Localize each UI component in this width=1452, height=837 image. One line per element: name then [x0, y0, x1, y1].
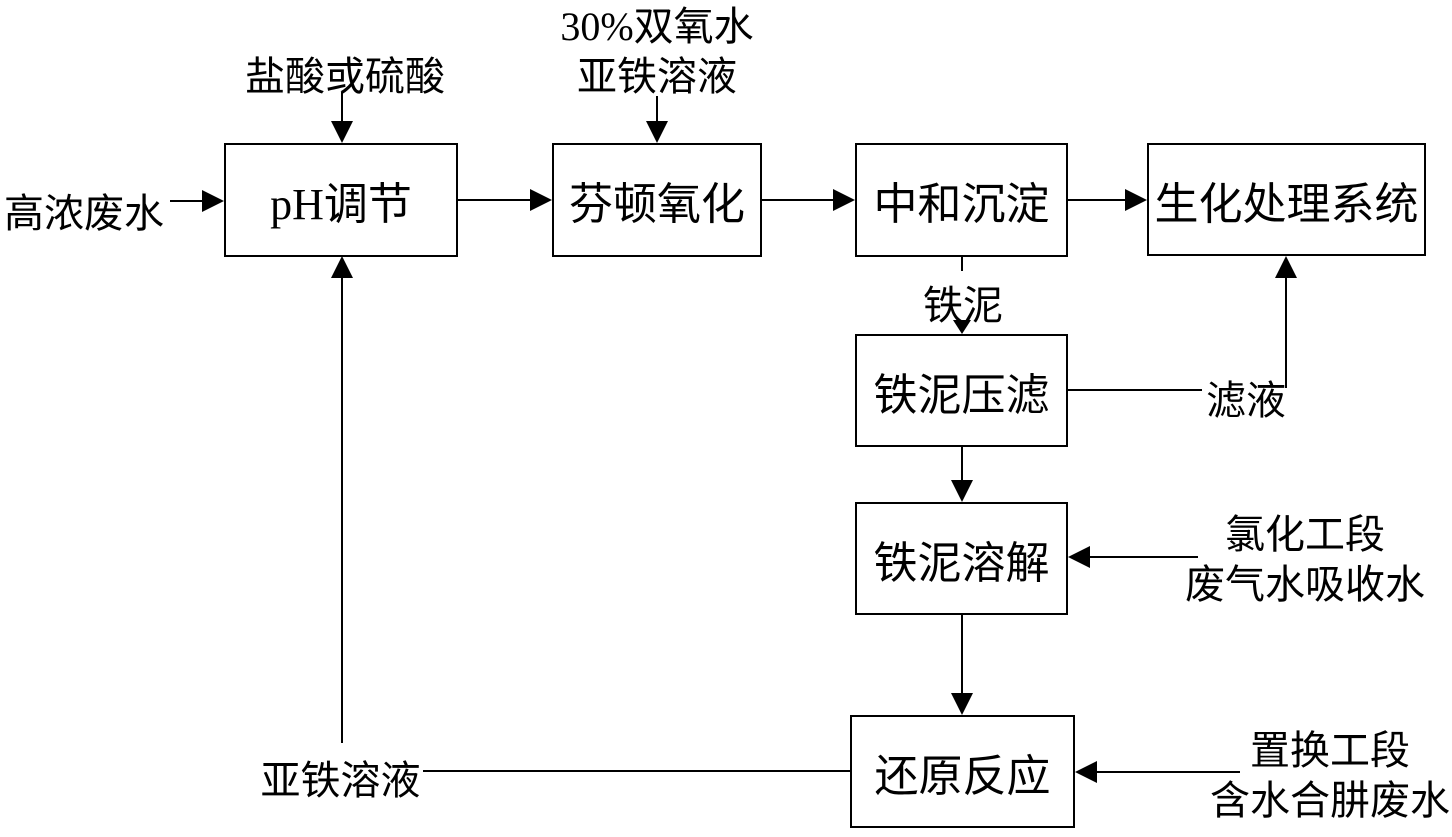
- node-bio-treatment: 生化处理系统: [1147, 143, 1426, 256]
- node-ph-adjust-label: pH调节: [270, 180, 412, 229]
- node-reduction: 还原反应: [850, 715, 1075, 828]
- line-neutral-to-bio: [1068, 199, 1129, 201]
- arrowhead-ph-to-fenton: [530, 189, 552, 211]
- line-press-to-dissolve: [961, 447, 963, 481]
- arrowhead-press-to-dissolve: [951, 480, 973, 502]
- arrowhead-filtrate-to-bio: [1275, 256, 1297, 278]
- node-sludge-press-label: 铁泥压滤: [873, 370, 1050, 420]
- line-press-to-filtrate: [1068, 389, 1202, 391]
- arrowhead-influent-to-ph: [202, 190, 224, 212]
- line-reduction-to-ferrous: [423, 770, 850, 772]
- label-replacement-line1: 置换工段: [1250, 728, 1410, 773]
- line-fenton-to-neutral: [762, 199, 837, 201]
- arrowhead-ferrous-to-ph: [331, 256, 353, 278]
- label-peroxide-line1: 30%双氧水: [560, 4, 754, 49]
- node-sludge-dissolve-label: 铁泥溶解: [873, 538, 1050, 588]
- label-replacement-line2: 含水合肼废水: [1210, 778, 1450, 823]
- line-neutral-to-ironmud: [961, 257, 963, 271]
- line-ph-to-fenton: [458, 199, 534, 201]
- line-chlorination-to-dissolve: [1090, 556, 1198, 558]
- label-chlorination-water: 氯化工段 废气水吸收水: [1180, 510, 1430, 610]
- arrowhead-acid-to-ph: [331, 121, 353, 143]
- label-chlorination-line2: 废气水吸收水: [1185, 562, 1425, 607]
- arrowhead-dissolve-to-reduction: [951, 693, 973, 715]
- node-neutralization-label: 中和沉淀: [873, 180, 1050, 229]
- line-replacement-to-reduction: [1097, 771, 1240, 773]
- label-peroxide-line2: 亚铁溶液: [577, 54, 737, 99]
- arrowhead-neutral-to-bio: [1125, 189, 1147, 211]
- label-replacement-wastewater: 置换工段 含水合肼废水: [1204, 726, 1452, 826]
- node-fenton-oxidation: 芬顿氧化: [552, 143, 762, 257]
- label-chlorination-line1: 氯化工段: [1225, 512, 1385, 557]
- arrowhead-replacement-to-reduction: [1075, 761, 1097, 783]
- node-ph-adjust: pH调节: [224, 143, 458, 257]
- label-influent: 高浓废水: [4, 191, 164, 236]
- label-filtrate: 滤液: [1206, 378, 1286, 423]
- label-ferrous-return: 亚铁溶液: [260, 758, 421, 803]
- node-fenton-oxidation-label: 芬顿氧化: [569, 180, 745, 229]
- node-reduction-label: 还原反应: [874, 751, 1051, 801]
- arrowhead-chlorination-to-dissolve: [1068, 546, 1090, 568]
- label-acid: 盐酸或硫酸: [245, 54, 445, 99]
- node-bio-treatment-label: 生化处理系统: [1154, 179, 1419, 229]
- line-filtrate-to-bio: [1285, 277, 1287, 388]
- node-sludge-dissolve: 铁泥溶解: [855, 502, 1068, 615]
- arrowhead-fenton-to-neutral: [833, 189, 855, 211]
- line-ferrous-to-ph: [341, 277, 343, 743]
- line-dissolve-to-reduction: [961, 615, 963, 693]
- line-acid-to-ph: [341, 92, 343, 124]
- line-peroxide-to-fenton: [656, 96, 658, 124]
- line-influent-to-ph: [170, 200, 204, 202]
- node-neutralization: 中和沉淀: [855, 143, 1068, 257]
- arrowhead-ironmud-to-press: [953, 320, 971, 334]
- arrowhead-peroxide-to-fenton: [646, 121, 668, 143]
- node-sludge-press: 铁泥压滤: [855, 334, 1068, 447]
- label-peroxide-ferrous: 30%双氧水 亚铁溶液: [545, 2, 769, 102]
